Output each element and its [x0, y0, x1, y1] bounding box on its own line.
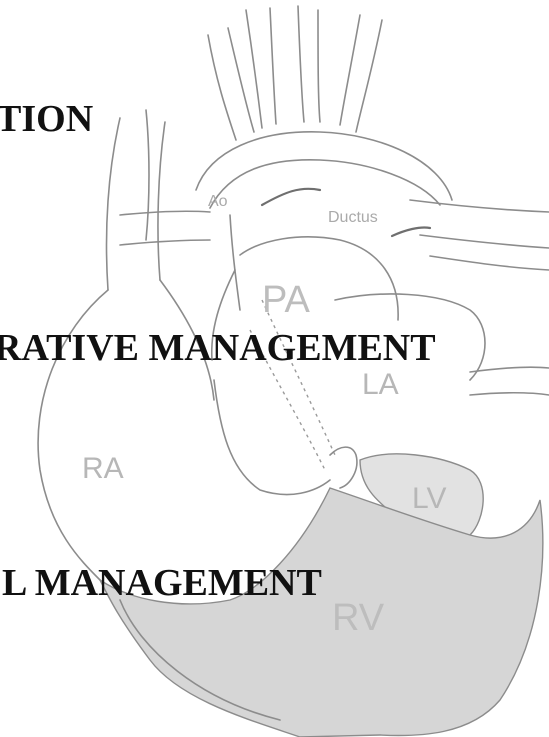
label-ductus: Ductus [328, 209, 378, 226]
label-ao: Ao [208, 193, 228, 210]
label-la: LA [362, 368, 399, 401]
heading-line-3: L MANAGEMENT [2, 564, 322, 602]
label-rv: RV [332, 597, 385, 639]
heading-line-1: TION [0, 100, 93, 138]
svc [107, 110, 166, 290]
label-ra: RA [82, 452, 124, 485]
heading-line-2: RATIVE MANAGEMENT [0, 329, 436, 367]
aortic-arch [196, 132, 452, 310]
right-atrium [38, 280, 214, 580]
label-lv: LV [412, 482, 446, 515]
label-pa: PA [262, 279, 311, 321]
arch-vessels [208, 6, 382, 140]
